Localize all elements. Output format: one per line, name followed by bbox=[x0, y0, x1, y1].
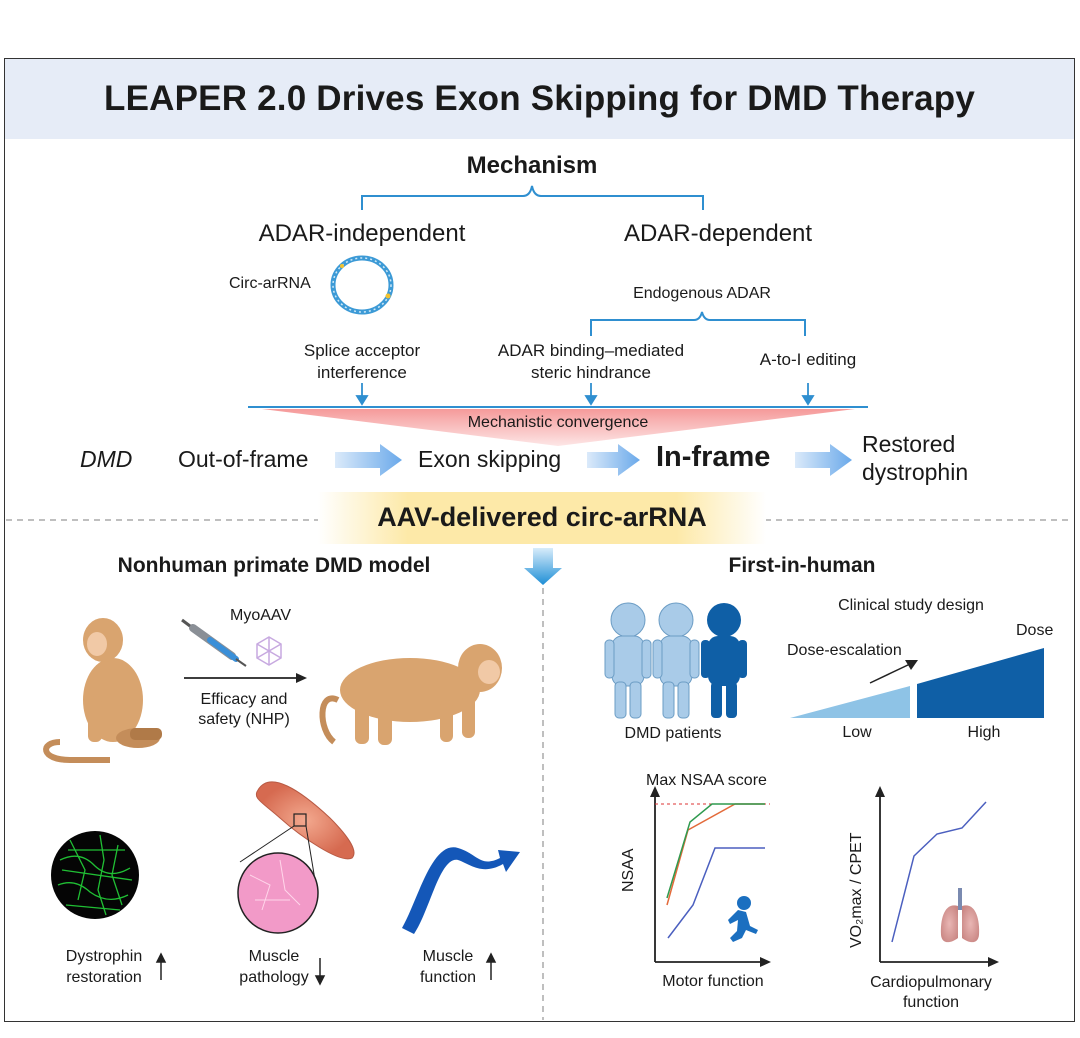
endogenous-adar-label: Endogenous ADAR bbox=[633, 285, 771, 302]
human-heading: First-in-human bbox=[728, 554, 876, 577]
convergence-wedge bbox=[262, 409, 855, 446]
delivery-down-arrow bbox=[524, 548, 562, 585]
splice-acceptor-label: Splice acceptor interference bbox=[304, 340, 420, 384]
dose-escalation-graphic bbox=[790, 648, 1044, 718]
function-line-1: Muscle bbox=[422, 948, 474, 965]
binding-line-2: steric hindrance bbox=[530, 363, 652, 382]
endogenous-adar-bracket bbox=[590, 311, 806, 336]
a-to-i-editing-label: A-to-I editing bbox=[759, 350, 857, 369]
delivery-banner bbox=[318, 492, 766, 544]
vo2-x-line-1: Cardiopulmonary bbox=[870, 974, 992, 991]
dystrophin-line-1: Dystrophin bbox=[65, 948, 143, 965]
circ-arrna-label: Circ-arRNA bbox=[229, 275, 311, 292]
figure-title: LEAPER 2.0 Drives Exon Skipping for DMD … bbox=[104, 79, 975, 118]
pathology-line-2: pathology bbox=[239, 969, 309, 986]
running-child-icon bbox=[728, 896, 758, 942]
syringe-icon bbox=[181, 618, 247, 667]
dystrophin-stain-icon bbox=[51, 831, 139, 919]
exon-skipping-label: Exon skipping bbox=[418, 446, 562, 472]
muscle-function-arrow bbox=[402, 847, 520, 934]
nsaa-y-label: NSAA bbox=[620, 848, 637, 892]
in-frame-label: In-frame bbox=[656, 441, 771, 473]
restored-line-2: dystrophin bbox=[862, 459, 969, 485]
circ-arrna-icon bbox=[330, 255, 394, 315]
nsaa-chart bbox=[650, 786, 771, 967]
dose-label: Dose bbox=[1016, 622, 1054, 639]
patients-label: DMD patients bbox=[624, 725, 722, 742]
pathology-line-1: Muscle bbox=[248, 948, 300, 965]
muscle-pathology-label: Muscle pathology bbox=[239, 946, 308, 988]
dmd-gene-label: DMD bbox=[80, 446, 133, 472]
vo2-x-label: Cardiopulmonary function bbox=[870, 973, 992, 1013]
walking-monkey-icon bbox=[319, 644, 502, 745]
dystrophin-line-2: restoration bbox=[66, 969, 142, 986]
adar-dependent-label: ADAR-dependent bbox=[623, 220, 813, 247]
indicator-arrows bbox=[155, 952, 497, 986]
function-line-2: function bbox=[419, 969, 477, 986]
aav-capsid-icon bbox=[256, 636, 282, 666]
myoaav-label: MyoAAV bbox=[230, 607, 292, 624]
dose-escalation-label: Dose-escalation bbox=[787, 642, 902, 659]
mechanism-bracket bbox=[361, 185, 704, 210]
study-design-label: Clinical study design bbox=[838, 597, 984, 614]
figure-frame bbox=[4, 58, 1075, 1022]
adar-binding-label: ADAR binding–mediated steric hindrance bbox=[498, 340, 684, 384]
restored-dystrophin-label: Restored dystrophin bbox=[862, 430, 968, 486]
patients-icon bbox=[604, 602, 747, 719]
delivery-label: AAV-delivered circ-arRNA bbox=[377, 502, 707, 532]
low-dose-label: Low bbox=[842, 724, 872, 741]
lungs-icon bbox=[940, 888, 980, 943]
out-of-frame-label: Out-of-frame bbox=[178, 446, 309, 472]
muscle-histology-icon bbox=[237, 852, 319, 934]
binding-line-1: ADAR binding–mediated bbox=[497, 341, 685, 360]
splice-line-1: Splice acceptor bbox=[303, 341, 421, 360]
adar-independent-label: ADAR-independent bbox=[258, 220, 466, 247]
muscle-icon bbox=[239, 781, 355, 881]
efficacy-label: Efficacy and safety (NHP) bbox=[198, 690, 290, 730]
efficacy-line-1: Efficacy and bbox=[200, 691, 288, 708]
muscle-function-label: Muscle function bbox=[420, 946, 476, 988]
dystrophin-restoration-label: Dystrophin restoration bbox=[66, 946, 142, 988]
mechanism-heading: Mechanism bbox=[466, 152, 598, 179]
splice-line-2: interference bbox=[317, 363, 407, 382]
sitting-monkey-icon bbox=[43, 618, 162, 763]
flow-arrows bbox=[335, 444, 852, 476]
vo2-y-label: VO₂max / CPET bbox=[848, 832, 865, 948]
high-dose-label: High bbox=[967, 724, 1001, 741]
vo2-x-line-2: function bbox=[902, 994, 960, 1011]
vo2-chart bbox=[875, 786, 999, 967]
efficacy-arrow bbox=[184, 673, 307, 683]
nsaa-x-label: Motor function bbox=[662, 973, 764, 990]
efficacy-line-2: safety (NHP) bbox=[198, 711, 290, 728]
nhp-heading: Nonhuman primate DMD model bbox=[117, 554, 431, 577]
title-bar: LEAPER 2.0 Drives Exon Skipping for DMD … bbox=[5, 59, 1074, 139]
mechanism-down-arrows bbox=[355, 383, 815, 406]
convergence-label: Mechanistic convergence bbox=[467, 414, 649, 431]
nsaa-chart-title: Max NSAA score bbox=[646, 772, 767, 789]
restored-line-1: Restored bbox=[862, 431, 956, 457]
